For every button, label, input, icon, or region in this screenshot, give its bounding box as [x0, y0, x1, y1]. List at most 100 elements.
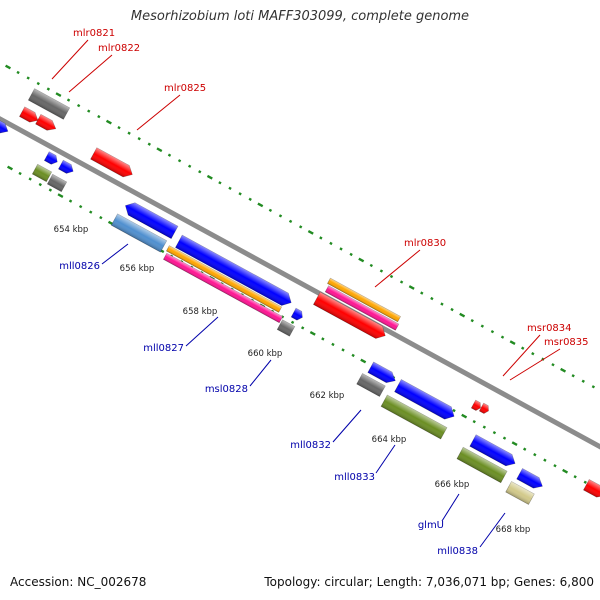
- tick-mark: [299, 225, 303, 229]
- genome-backbone: [0, 116, 600, 450]
- tick-mark: [500, 335, 505, 339]
- gene-block-mll0833: [380, 394, 448, 440]
- ruler-label: 662 kbp: [310, 391, 345, 401]
- tick-mark: [573, 475, 577, 479]
- gene-label-forward: msr0835: [544, 337, 589, 348]
- gene-block-mll0827a: [175, 234, 292, 306]
- gene-shading: [175, 235, 292, 306]
- backbone-line: [0, 116, 600, 450]
- gene-label-reverse: mll0826: [59, 261, 100, 272]
- tick-mark: [341, 348, 345, 352]
- gene-shading: [471, 400, 481, 411]
- gene-block-small-3: [31, 163, 53, 183]
- gene-block-blue-d: [469, 434, 516, 467]
- tick-mark: [198, 170, 202, 174]
- gene-shading: [166, 245, 282, 313]
- leader-line: [185, 316, 219, 347]
- leader-line: [479, 512, 506, 548]
- gene-block-small-1: [43, 151, 58, 165]
- leader-line: [509, 348, 561, 381]
- tick-mark: [278, 214, 283, 218]
- tick-mark: [420, 291, 424, 295]
- tick-mark: [358, 257, 365, 263]
- tick-mark: [399, 280, 404, 284]
- gene-shading: [327, 278, 401, 322]
- ruler-label: 658 kbp: [183, 307, 218, 317]
- topology-text: Topology: circular; Length: 7,036,071 bp…: [264, 575, 594, 589]
- gene-shading: [19, 106, 38, 123]
- leader-line: [249, 359, 272, 387]
- tick-mark: [430, 296, 434, 301]
- tick-mark: [551, 363, 555, 367]
- tick-mark: [389, 274, 394, 279]
- tick-mark: [156, 147, 163, 153]
- ruler-label: 668 kbp: [496, 525, 531, 535]
- tick-mark: [228, 186, 232, 190]
- tick-mark: [55, 92, 62, 97]
- tick-mark: [218, 181, 222, 185]
- tick-mark: [553, 464, 557, 468]
- tick-mark: [339, 247, 343, 251]
- tick-mark: [591, 385, 596, 389]
- gene-block-blue-e: [516, 468, 543, 489]
- gene-block-edge-right: [583, 479, 600, 498]
- gene-shading: [516, 468, 543, 489]
- tick-mark: [268, 208, 273, 213]
- gene-block-edge: [0, 117, 9, 134]
- tick-mark: [87, 109, 91, 113]
- tick-mark: [560, 367, 567, 373]
- tick-mark: [351, 353, 355, 358]
- gene-block-small-2: [58, 159, 74, 174]
- ruler-label: 660 kbp: [248, 349, 283, 359]
- leader-line: [68, 54, 113, 93]
- leader-line: [332, 409, 362, 443]
- tick-mark: [531, 352, 535, 356]
- gene-shading: [505, 481, 535, 505]
- tick-mark: [99, 215, 103, 220]
- tick-mark: [369, 263, 373, 268]
- tick-mark: [480, 324, 485, 328]
- gene-shading: [583, 479, 600, 498]
- tick-mark: [450, 307, 454, 312]
- gene-block-mlr0830a: [327, 277, 401, 323]
- gene-shading: [325, 285, 399, 331]
- tick-mark: [509, 340, 516, 346]
- tick-mark: [177, 159, 182, 163]
- tick-mark: [511, 441, 518, 447]
- gene-label-reverse: msl0828: [205, 384, 248, 395]
- gene-block-mlr0825: [90, 147, 133, 178]
- gene-block-mll0838: [505, 481, 535, 505]
- leader-line: [51, 39, 89, 80]
- tick-mark: [48, 188, 53, 192]
- gene-block-mlr0822b: [35, 113, 57, 131]
- tick-mark: [492, 430, 497, 435]
- tick-mark: [521, 346, 525, 350]
- accession-text: Accession: NC_002678: [10, 575, 147, 589]
- tick-mark: [472, 419, 476, 424]
- tick-mark: [5, 64, 11, 70]
- gene-shading: [469, 434, 516, 466]
- gene-label-reverse: mll0833: [334, 472, 375, 483]
- gene-block-mll0827c: [162, 252, 284, 324]
- gene-block-blue-a: [125, 202, 179, 239]
- tick-mark: [7, 165, 13, 171]
- gene-shading: [32, 164, 52, 182]
- tick-mark: [349, 252, 353, 257]
- tick-mark: [490, 329, 495, 334]
- tick-mark: [583, 480, 587, 484]
- gene-block-blue-c: [394, 379, 455, 420]
- tick-mark: [319, 236, 323, 240]
- gene-shading: [111, 213, 167, 253]
- leader-line: [136, 94, 181, 131]
- tick-mark: [147, 142, 151, 146]
- leader-line: [374, 249, 421, 288]
- gene-block-msl0828: [276, 319, 296, 337]
- gene-shading: [163, 253, 283, 323]
- gene-block-msr0834: [470, 399, 481, 411]
- gene-shading: [456, 447, 508, 483]
- tick-mark: [57, 193, 64, 198]
- tick-mark: [257, 202, 264, 208]
- tick-mark: [38, 182, 42, 187]
